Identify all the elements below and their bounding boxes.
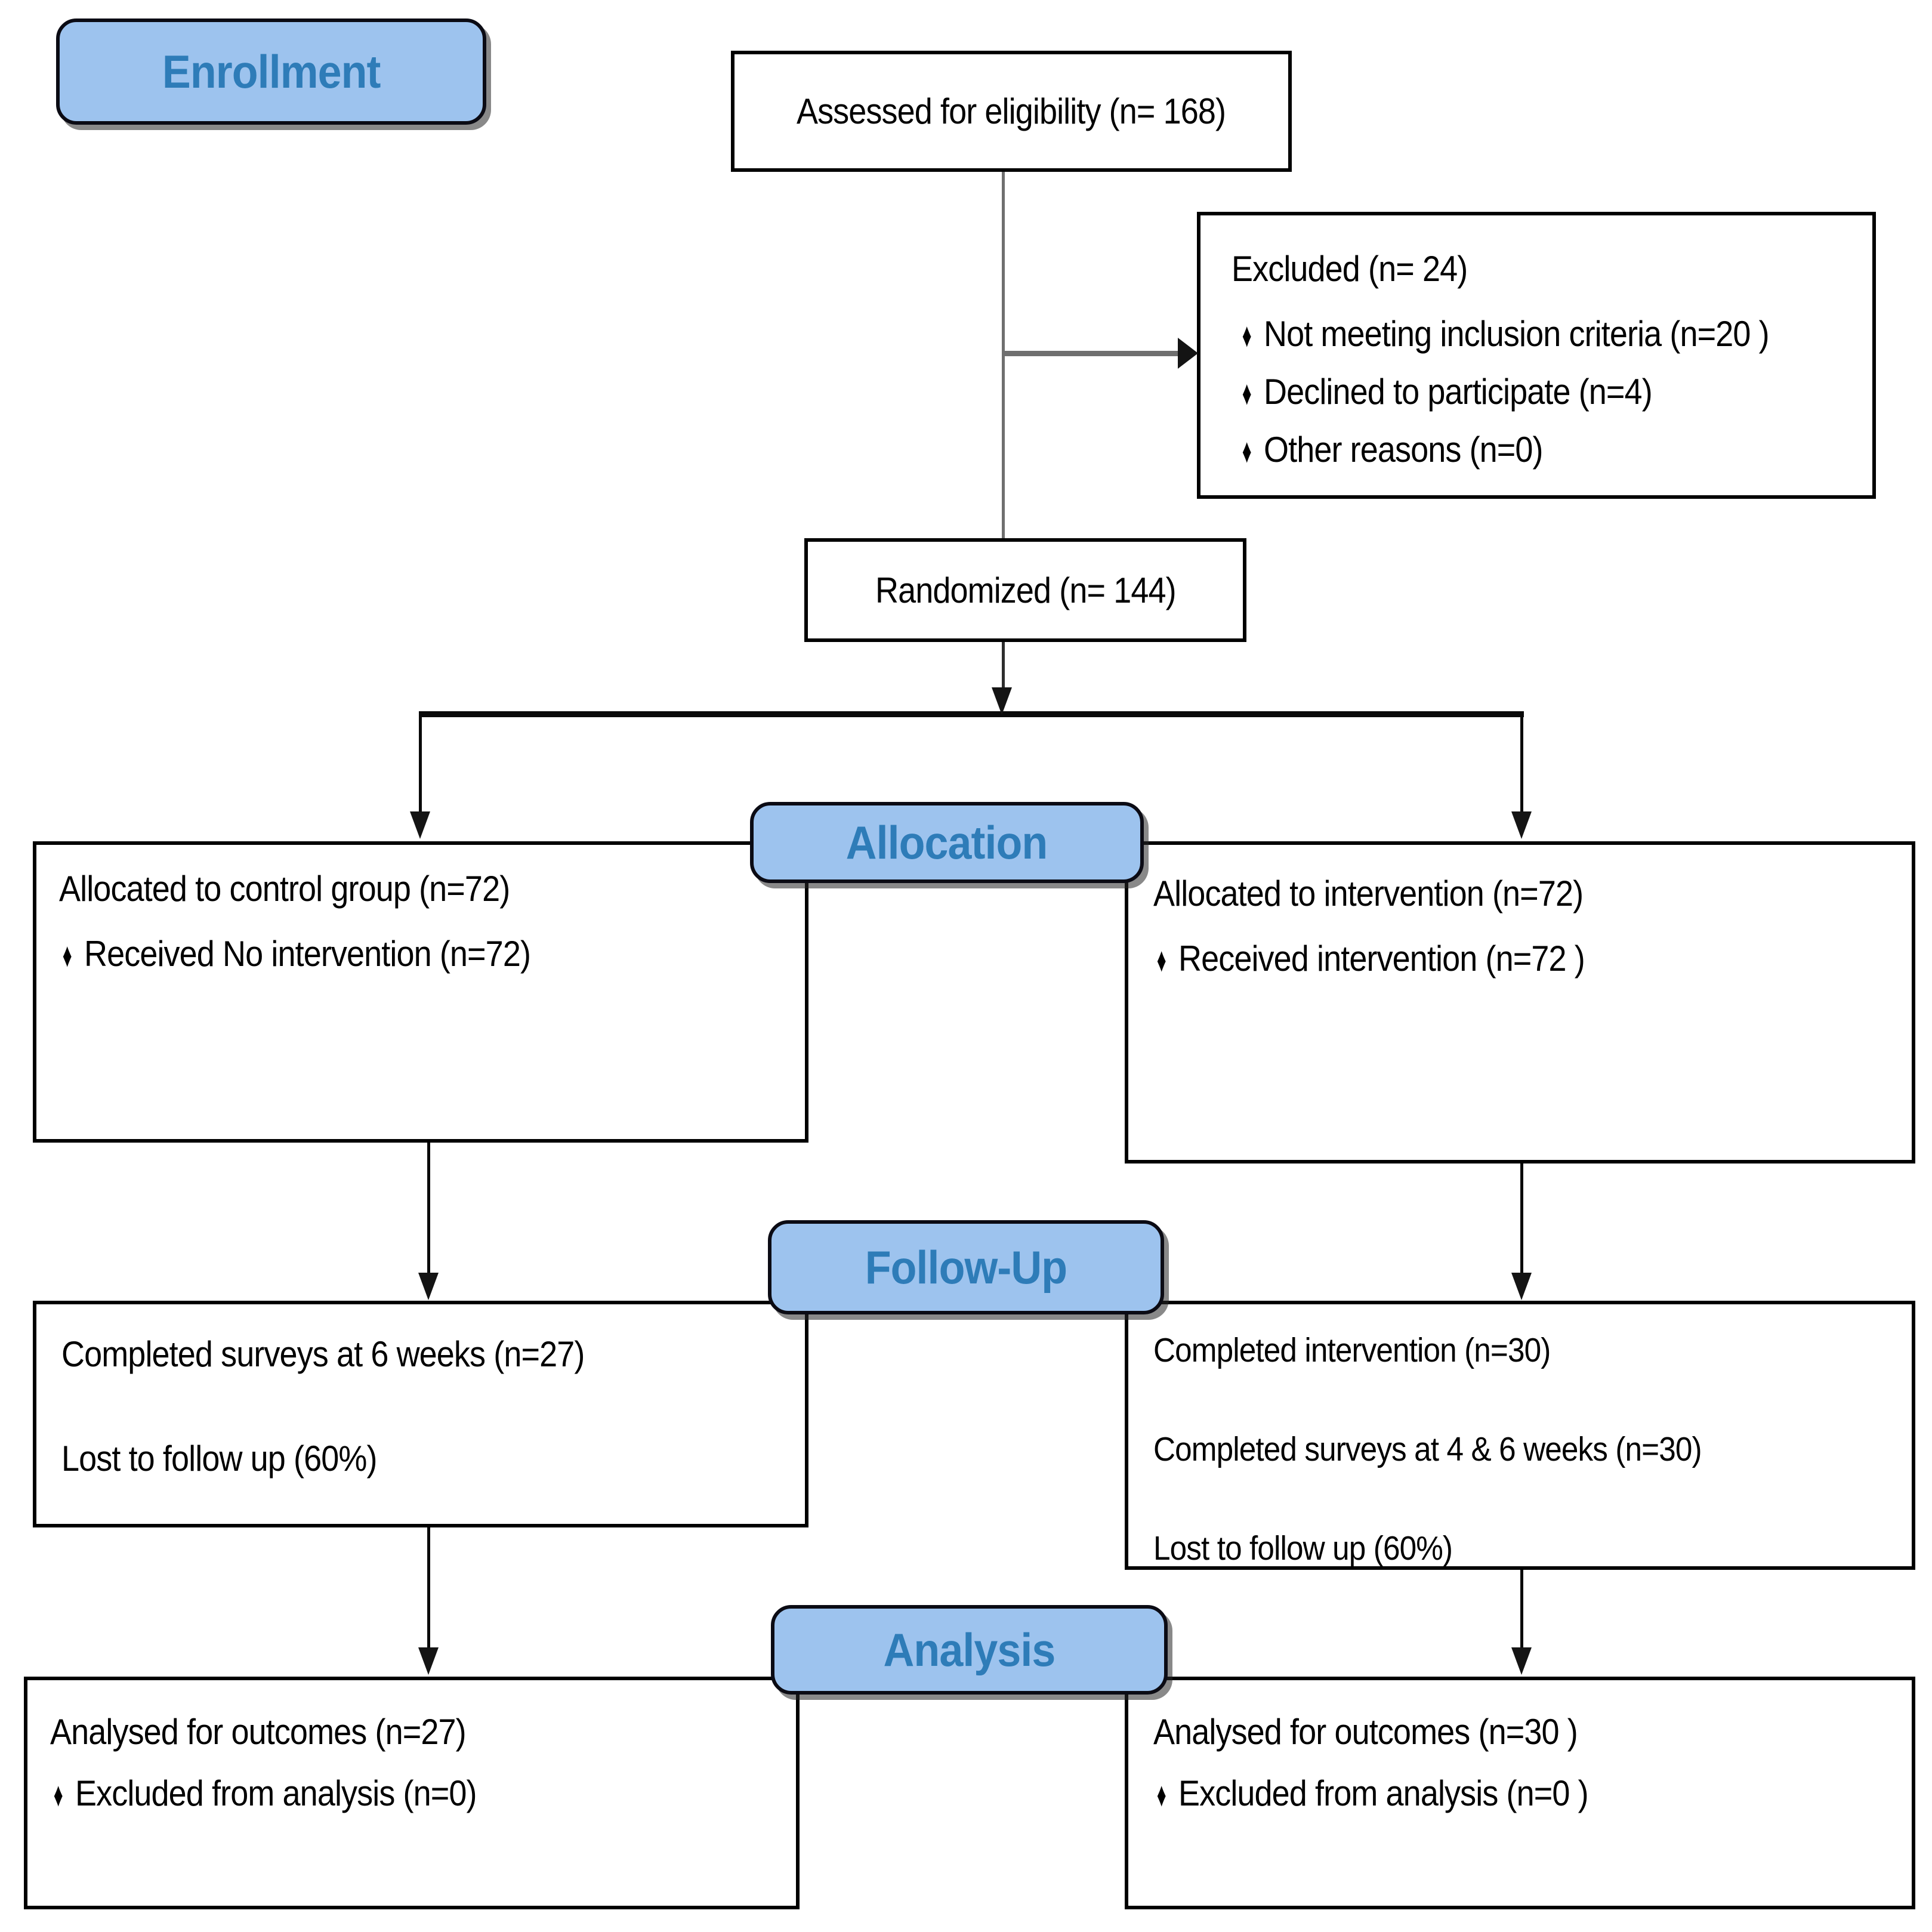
diamond-bullet-icon: ♦ bbox=[1156, 941, 1166, 979]
diamond-bullet-icon: ♦ bbox=[1242, 432, 1252, 470]
assessed-eligibility-box: Assessed for eligibility (n= 168) bbox=[731, 51, 1292, 172]
arrowhead-right-excluded bbox=[1178, 338, 1198, 369]
followup-intervention-line: Lost to follow up (60%) bbox=[1153, 1529, 1453, 1567]
followup-intervention-line: Completed surveys at 4 & 6 weeks (n=30) bbox=[1153, 1430, 1702, 1468]
excluded-title: Excluded (n= 24) bbox=[1232, 249, 1468, 289]
connector-control-to-analysis bbox=[427, 1527, 430, 1650]
diamond-bullet-icon: ♦ bbox=[53, 1776, 63, 1814]
excluded-bullet-text: Other reasons (n=0) bbox=[1263, 430, 1544, 470]
diamond-bullet-icon: ♦ bbox=[62, 936, 72, 974]
arrowhead-down-intervention-allocation bbox=[1511, 811, 1532, 839]
analysis-phase-text: Analysis bbox=[883, 1623, 1056, 1676]
allocated-control-line: Allocated to control group (n=72) bbox=[59, 869, 510, 909]
randomized-text: Randomized (n= 144) bbox=[875, 570, 1177, 610]
diamond-bullet-icon: ♦ bbox=[1156, 1776, 1166, 1814]
allocation-phase-text: Allocation bbox=[846, 816, 1048, 869]
analysis-control-line: Analysed for outcomes (n=27) bbox=[50, 1712, 467, 1752]
enrollment-phase-label: Enrollment bbox=[56, 18, 486, 125]
excluded-bullet-item: ♦ Other reasons (n=0) bbox=[1239, 430, 1872, 470]
allocated-intervention-box: Allocated to intervention (n=72) ♦ Recei… bbox=[1125, 841, 1915, 1163]
connector-randomized-to-branch bbox=[1002, 642, 1005, 690]
connector-intervention-to-analysis bbox=[1520, 1570, 1523, 1650]
diamond-bullet-icon: ♦ bbox=[1242, 316, 1252, 354]
analysis-control-box: Analysed for outcomes (n=27) ♦ Excluded … bbox=[24, 1677, 800, 1909]
assessed-eligibility-text: Assessed for eligibility (n= 168) bbox=[797, 91, 1226, 131]
allocated-intervention-line: Allocated to intervention (n=72) bbox=[1153, 874, 1584, 913]
arrowhead-down-branch bbox=[992, 687, 1012, 715]
connector-control-to-followup bbox=[427, 1143, 430, 1275]
followup-phase-text: Follow-Up bbox=[865, 1240, 1067, 1294]
connector-branch-to-intervention bbox=[1520, 716, 1523, 813]
connector-intervention-to-followup bbox=[1520, 1163, 1523, 1275]
arrowhead-down-control-followup bbox=[418, 1273, 439, 1300]
excluded-bullet-text: Declined to participate (n=4) bbox=[1263, 372, 1653, 412]
arrowhead-down-intervention-followup bbox=[1511, 1273, 1532, 1300]
followup-control-box: Completed surveys at 6 weeks (n=27) Lost… bbox=[33, 1301, 808, 1527]
excluded-bullet-item: ♦ Declined to participate (n=4) bbox=[1239, 373, 1872, 411]
excluded-box: Excluded (n= 24) ♦ Not meeting inclusion… bbox=[1197, 212, 1876, 499]
followup-control-line: Lost to follow up (60%) bbox=[61, 1439, 377, 1479]
allocated-intervention-bullet: ♦ Received intervention (n=72 ) bbox=[1156, 939, 1585, 979]
analysis-control-bullet: ♦ Excluded from analysis (n=0) bbox=[53, 1773, 477, 1814]
allocation-phase-label: Allocation bbox=[750, 802, 1144, 883]
branch-line-randomization bbox=[419, 711, 1524, 717]
randomized-box: Randomized (n= 144) bbox=[804, 538, 1246, 642]
followup-phase-label: Follow-Up bbox=[768, 1220, 1164, 1314]
connector-to-excluded bbox=[1003, 351, 1180, 356]
allocated-control-box: Allocated to control group (n=72) ♦ Rece… bbox=[33, 841, 808, 1143]
analysis-intervention-box: Analysed for outcomes (n=30 ) ♦ Excluded… bbox=[1125, 1677, 1915, 1909]
allocated-control-bullet: ♦ Received No intervention (n=72) bbox=[62, 934, 531, 974]
analysis-phase-label: Analysis bbox=[771, 1605, 1168, 1695]
excluded-bullet-text: Not meeting inclusion criteria (n=20 ) bbox=[1263, 314, 1770, 354]
followup-control-line: Completed surveys at 6 weeks (n=27) bbox=[61, 1334, 585, 1374]
enrollment-phase-text: Enrollment bbox=[162, 45, 381, 98]
connector-branch-to-control bbox=[419, 716, 422, 813]
diamond-bullet-icon: ♦ bbox=[1242, 374, 1252, 412]
followup-intervention-line: Completed intervention (n=30) bbox=[1153, 1331, 1551, 1369]
followup-intervention-box: Completed intervention (n=30) Completed … bbox=[1125, 1301, 1915, 1570]
arrowhead-down-control-allocation bbox=[410, 811, 430, 839]
arrowhead-down-intervention-analysis bbox=[1511, 1647, 1532, 1675]
analysis-intervention-line: Analysed for outcomes (n=30 ) bbox=[1153, 1712, 1578, 1752]
excluded-bullet-item: ♦ Not meeting inclusion criteria (n=20 ) bbox=[1239, 315, 1872, 353]
arrowhead-down-control-analysis bbox=[418, 1647, 439, 1675]
analysis-intervention-bullet: ♦ Excluded from analysis (n=0 ) bbox=[1156, 1773, 1588, 1814]
